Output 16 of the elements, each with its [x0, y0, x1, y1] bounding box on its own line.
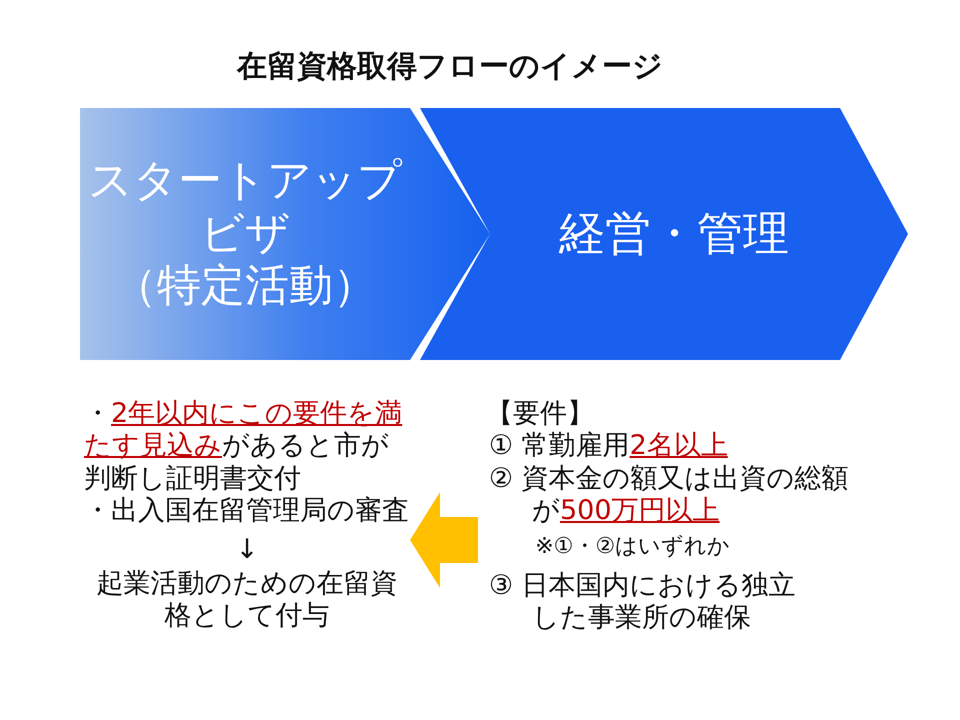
- list-item: ③ 日本国内における独立した事業所の確保: [488, 570, 797, 635]
- note-text: 起業活動のための在留資格として付与: [96, 568, 398, 633]
- note-text: ・2年以内にこの要件を満たす見込みがあると市が判断し証明書交付: [84, 398, 404, 496]
- note-text: ・出入国在留管理局の審査: [84, 495, 410, 528]
- chevron-step: [80, 108, 490, 360]
- step-label: スタートアップビザ: [86, 154, 404, 260]
- list-item: ① 常勤雇用2名以上: [488, 430, 729, 463]
- diagram-title: 在留資格取得フローのイメージ: [236, 48, 664, 86]
- step-label: 経営・管理: [559, 206, 789, 262]
- chevron-step: [420, 108, 908, 360]
- list-item: ※①・②はいずれか: [534, 532, 732, 561]
- block-arrow: [410, 492, 478, 588]
- step-label: （特定活動）: [113, 260, 377, 314]
- list-heading: 【要件】: [485, 398, 596, 430]
- list-item: ② 資本金の額又は出資の総額が500万円以上: [488, 462, 850, 528]
- down-arrow-glyph: ↓: [234, 534, 260, 566]
